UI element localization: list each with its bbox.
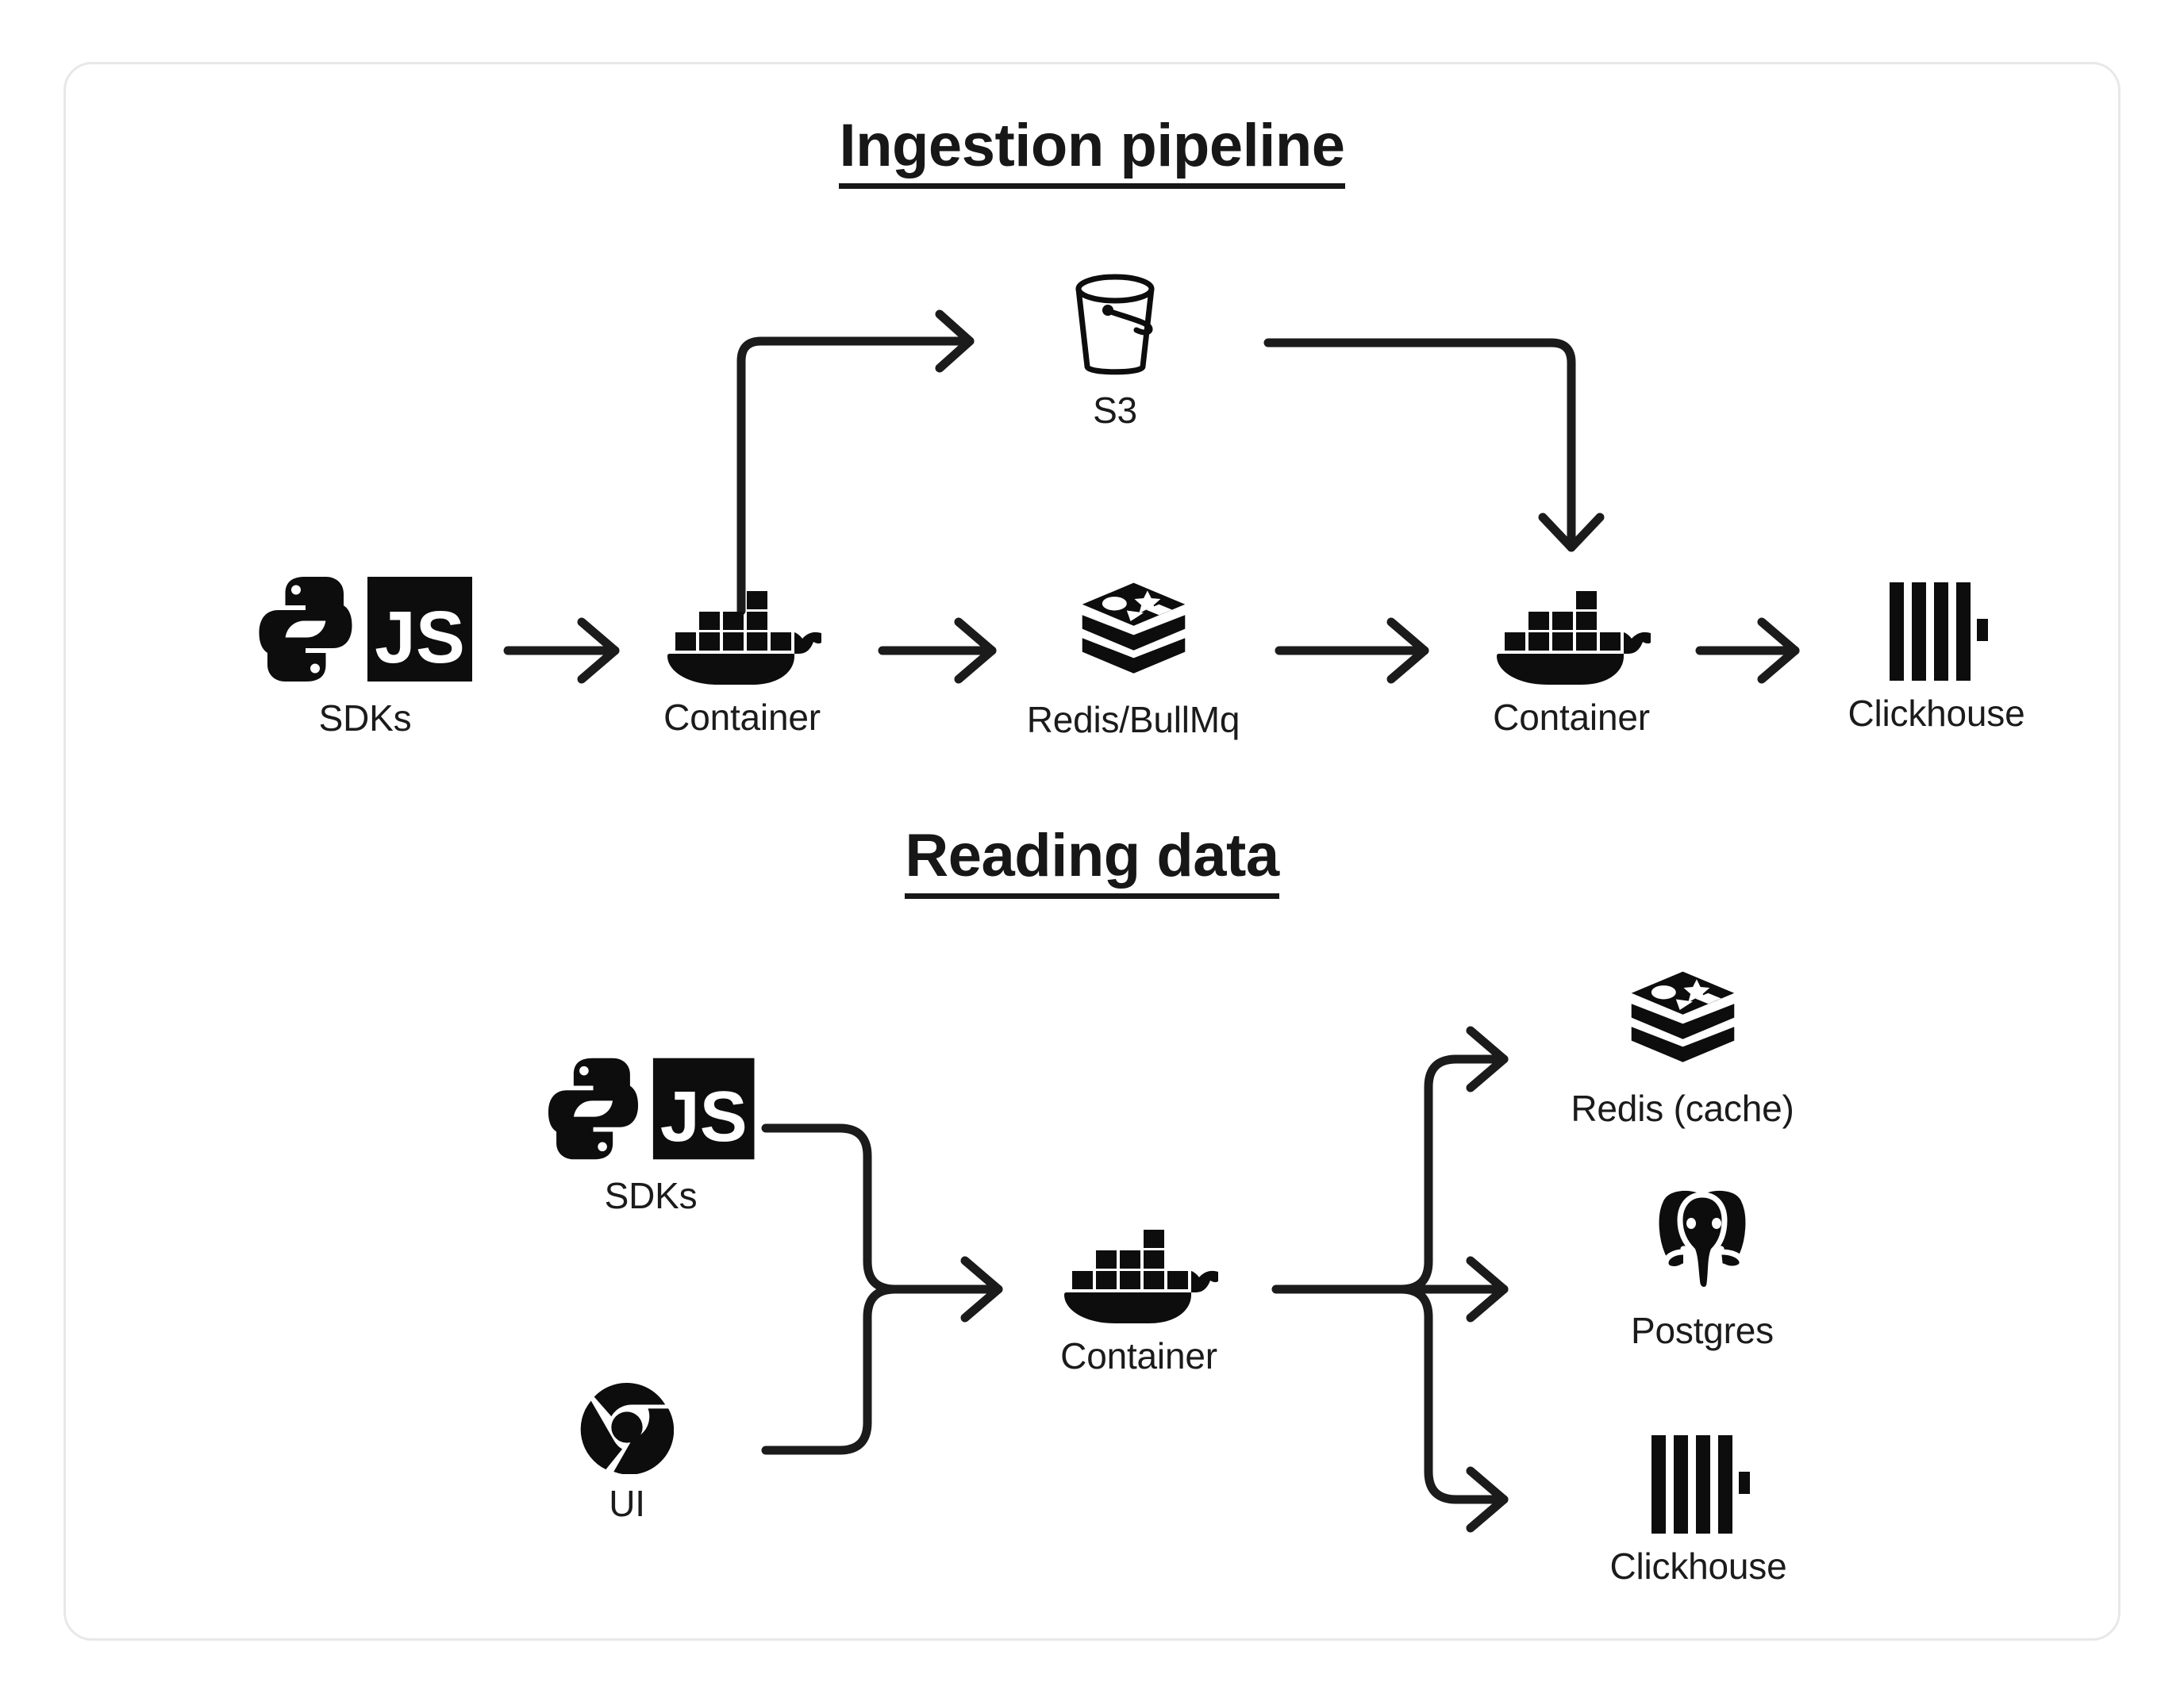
node-label: Clickhouse — [1848, 693, 2025, 734]
node-sdks-reading[interactable]: JS SDKs — [524, 1051, 778, 1214]
js-badge-text: JS — [660, 1077, 748, 1157]
python-js-sdks-icon: JS — [246, 570, 484, 689]
section-title-reading: Reading data — [0, 821, 2184, 899]
node-ui[interactable]: UI — [556, 1380, 698, 1522]
node-label: SDKs — [318, 697, 412, 739]
js-badge-text: JS — [375, 596, 465, 678]
node-label: SDKs — [604, 1175, 698, 1216]
docker-whale-icon — [663, 583, 821, 688]
section-title-ingestion-text: Ingestion pipeline — [839, 111, 1345, 189]
node-label: Postgres — [1631, 1310, 1774, 1351]
node-sdks-ingestion[interactable]: JS SDKs — [238, 570, 492, 736]
docker-whale-icon — [1492, 583, 1651, 688]
node-label: Container — [1493, 697, 1650, 738]
node-label: Container — [663, 697, 821, 738]
redis-stack-icon — [1076, 575, 1191, 690]
node-label: Clickhouse — [1609, 1545, 1787, 1587]
node-container-ingestion-1[interactable]: Container — [635, 583, 849, 735]
node-postgres[interactable]: Postgres — [1583, 1182, 1821, 1349]
node-label: Redis/BullMq — [1026, 699, 1240, 740]
diagram-card — [63, 62, 2121, 1641]
docker-whale-icon — [1059, 1222, 1218, 1327]
node-redis-cache[interactable]: Redis (cache) — [1540, 964, 1825, 1127]
s3-bucket-icon — [1063, 270, 1167, 381]
clickhouse-bars-icon — [1883, 579, 1990, 684]
node-label: UI — [609, 1483, 645, 1524]
python-js-sdks-icon: JS — [536, 1051, 766, 1166]
node-label: S3 — [1093, 390, 1137, 431]
node-label: Container — [1060, 1335, 1217, 1377]
node-label: Redis (cache) — [1571, 1088, 1794, 1129]
redis-stack-icon — [1625, 964, 1740, 1079]
chrome-browser-icon — [580, 1380, 674, 1474]
section-title-ingestion: Ingestion pipeline — [0, 111, 2184, 189]
section-title-reading-text: Reading data — [905, 821, 1279, 899]
clickhouse-bars-icon — [1645, 1432, 1752, 1537]
postgres-elephant-icon — [1647, 1182, 1758, 1301]
node-container-ingestion-2[interactable]: Container — [1464, 583, 1678, 735]
node-redis-bullmq[interactable]: Redis/BullMq — [1006, 575, 1260, 738]
node-container-reading[interactable]: Container — [1032, 1222, 1246, 1374]
node-clickhouse-reading[interactable]: Clickhouse — [1563, 1432, 1833, 1584]
node-clickhouse-ingestion[interactable]: Clickhouse — [1817, 579, 2055, 731]
node-s3[interactable]: S3 — [1036, 270, 1194, 428]
